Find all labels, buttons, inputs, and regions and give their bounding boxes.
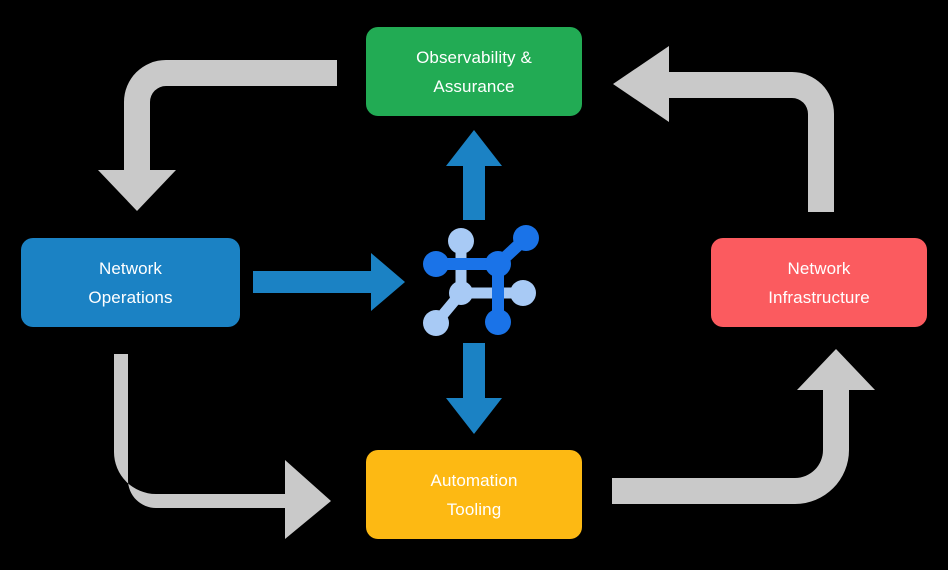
network-topology-icon: [423, 225, 539, 336]
gray-arrow-observability-to-operations: [98, 60, 337, 211]
gray-arrow-operations-to-automation: [114, 354, 331, 539]
node-box-observability[interactable]: Observability & Assurance: [366, 27, 582, 116]
blue-arrow-operations-to-hub: [253, 253, 405, 311]
node-box-automation-tooling[interactable]: Automation Tooling: [366, 450, 582, 539]
node-box-network-operations[interactable]: Network Operations: [21, 238, 240, 327]
node-box-network-infrastructure[interactable]: Network Infrastructure: [711, 238, 927, 327]
gray-arrow-infrastructure-to-observability: [613, 46, 834, 212]
gray-arrow-automation-to-infrastructure: [612, 349, 875, 504]
blue-arrow-hub-to-automation: [446, 343, 502, 434]
blue-arrow-hub-to-observability: [446, 130, 502, 220]
